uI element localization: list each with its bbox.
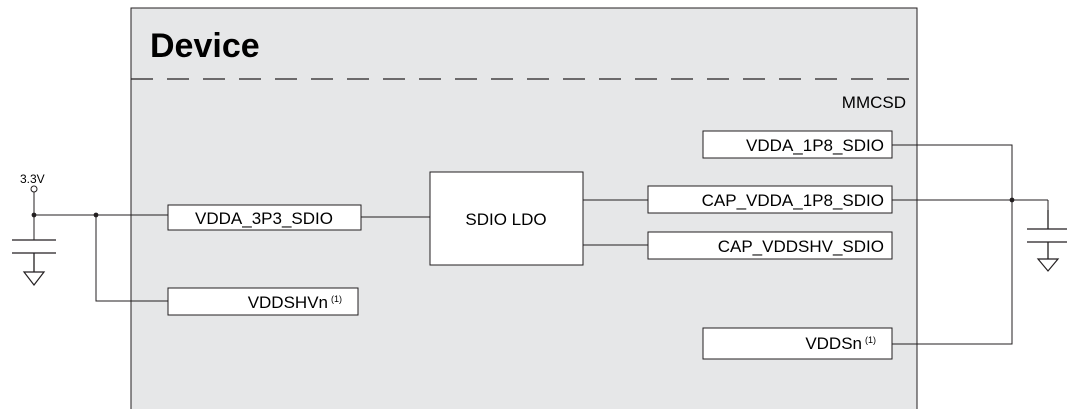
- footnote-ref-vddshvn: (1): [331, 294, 342, 304]
- junction-dot: [93, 212, 99, 218]
- left-capacitor-icon: [12, 239, 56, 272]
- footnote-ref-vddsn: (1): [865, 335, 876, 345]
- pin-label-vddsn: VDDSn(1): [805, 334, 876, 353]
- supply-terminal-icon: [30, 185, 38, 193]
- pin-box-cap-vddshv-sdio: [647, 231, 893, 260]
- pin-label-cap-vdda-1p8-sdio: CAP_VDDA_1P8_SDIO: [702, 191, 884, 210]
- pin-box-cap-vdda-1p8-sdio: [647, 185, 893, 214]
- pin-box-vdda-3p3-sdio: [167, 204, 362, 231]
- pin-box-vdda-1p8-sdio: [702, 130, 893, 159]
- pin-label-vddshvn: VDDSHVn(1): [248, 293, 342, 312]
- pin-name-vddsn: VDDSn: [805, 334, 862, 353]
- sdio-ldo-block: [429, 171, 584, 266]
- pin-label-vdda-1p8-sdio: VDDA_1P8_SDIO: [746, 136, 884, 155]
- pin-label-vdda-3p3-sdio: VDDA_3P3_SDIO: [195, 209, 333, 228]
- pin-box-vddshvn: [167, 287, 359, 316]
- supply-voltage-label: 3.3V: [20, 172, 45, 186]
- left-ground-icon: [22, 271, 46, 286]
- junction-dot: [31, 212, 37, 218]
- sdio-ldo-label: SDIO LDO: [465, 210, 546, 229]
- right-capacitor-icon: [1027, 210, 1067, 259]
- pin-box-vddsn: [702, 327, 893, 360]
- pin-name-vddshvn: VDDSHVn: [248, 293, 328, 312]
- pin-label-cap-vddshv-sdio: CAP_VDDSHV_SDIO: [718, 237, 884, 256]
- device-title: Device: [150, 27, 260, 65]
- wires: [33, 144, 1049, 345]
- right-ground-icon: [1036, 258, 1060, 272]
- mmcsd-label: MMCSD: [842, 93, 906, 112]
- junction-dot: [1009, 197, 1015, 203]
